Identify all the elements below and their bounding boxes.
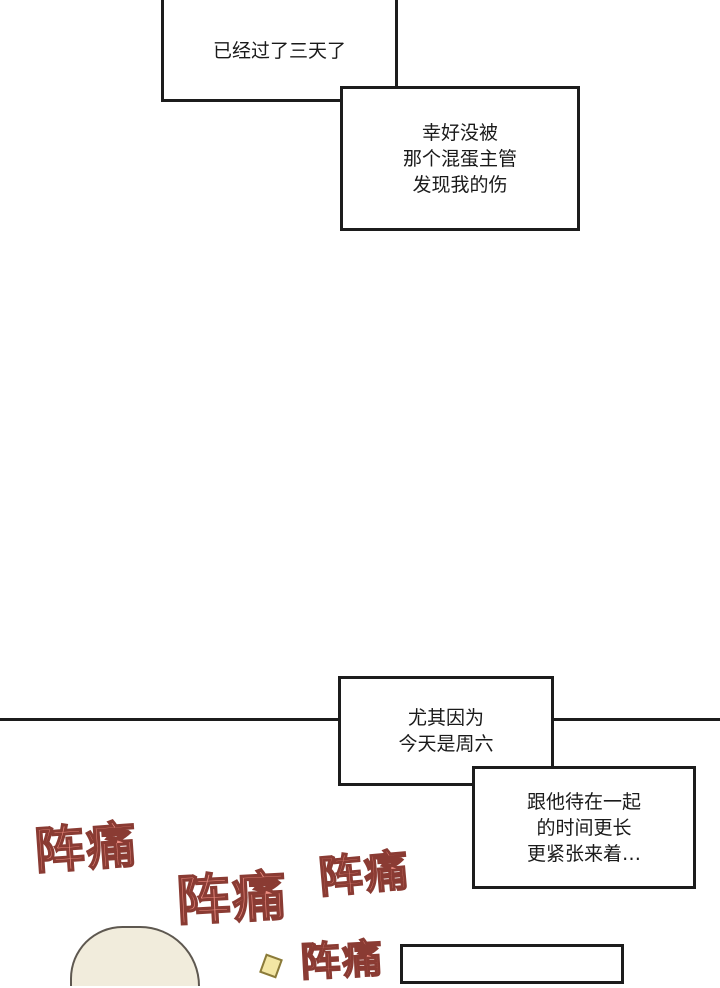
caption-line: 那个混蛋主管	[402, 147, 517, 170]
sfx-text-3: 阵痛	[316, 844, 414, 904]
caption-line: 发现我的伤	[412, 173, 508, 196]
caption-box-4: 跟他待在一起 的时间更长 更紧张来着…	[472, 766, 696, 889]
caption-line: 今天是周六	[398, 733, 494, 755]
sfx-text-1: 阵痛	[32, 815, 141, 882]
caption-line: 已经过了三天了	[212, 40, 346, 62]
sfx-text-2: 阵痛	[174, 863, 291, 933]
caption-line: 尤其因为	[407, 707, 484, 729]
caption-box-2: 幸好没被 那个混蛋主管 发现我的伤	[340, 86, 580, 231]
caption-line: 跟他待在一起	[526, 790, 641, 813]
caption-box-1: 已经过了三天了	[161, 0, 398, 102]
caption-line: 更紧张来着…	[526, 842, 641, 865]
caption-line: 的时间更长	[536, 816, 632, 839]
sparkle-icon	[259, 953, 283, 979]
caption-line: 幸好没被	[421, 121, 498, 144]
sfx-text-4: 阵痛	[298, 935, 386, 987]
caption-box-5	[400, 944, 624, 984]
